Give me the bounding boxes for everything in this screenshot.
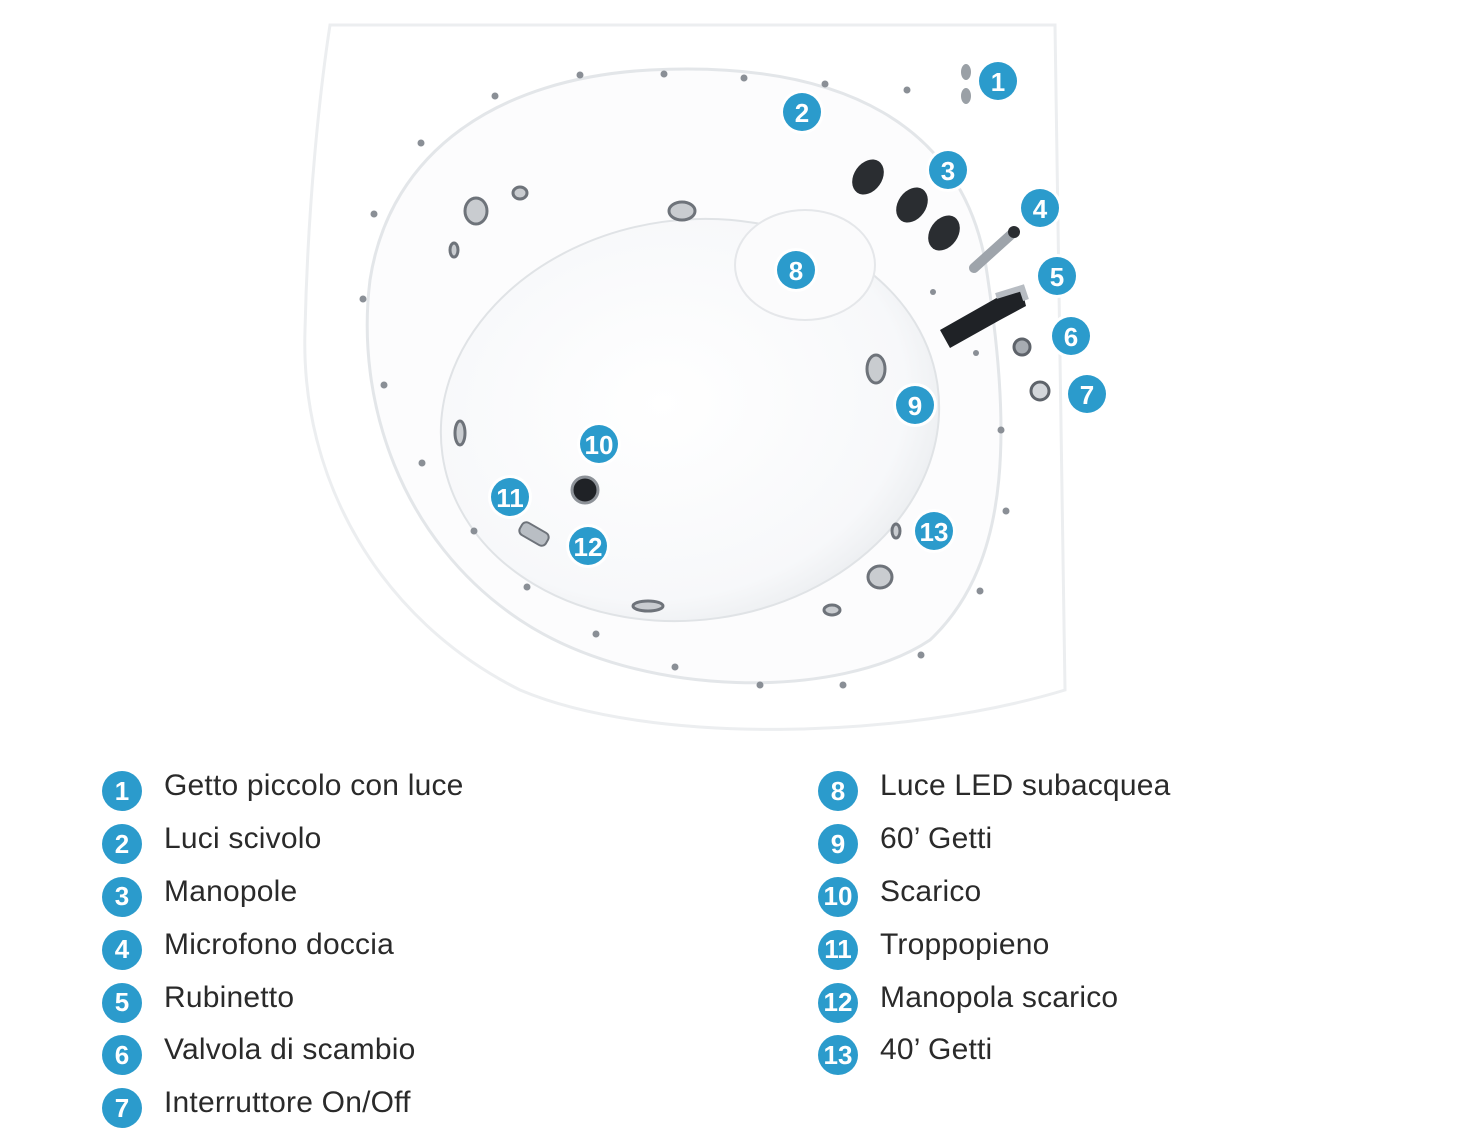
- marker-number: 11: [496, 483, 524, 513]
- legend-item: 10 Scarico: [818, 866, 1170, 919]
- marker-11: 11: [488, 475, 532, 519]
- number-badge: 13: [818, 1035, 858, 1076]
- number-badge: 1: [102, 771, 142, 812]
- legend-item: 5 Rubinetto: [102, 971, 464, 1024]
- marker-8: 8: [774, 248, 818, 292]
- marker-number: 1: [991, 67, 1005, 97]
- legend-item: 4 Microfono doccia: [102, 918, 464, 971]
- number-badge: 7: [102, 1088, 142, 1129]
- number-badge: 10: [818, 876, 858, 917]
- on-off-switch: [1029, 380, 1051, 402]
- legend-item: 11 Troppopieno: [818, 918, 1170, 971]
- overflow-drain-knob: [518, 521, 550, 547]
- marker-number: 9: [908, 391, 922, 421]
- legend-label: 40’ Getti: [880, 1033, 993, 1067]
- legend-label: Rubinetto: [164, 980, 295, 1014]
- legend-item: 13 40’ Getti: [818, 1024, 1170, 1077]
- legend-label: Scarico: [880, 874, 982, 908]
- marker-3: 3: [926, 148, 970, 192]
- marker-1: 1: [976, 59, 1020, 103]
- marker-number: 3: [941, 156, 955, 186]
- marker-13: 13: [912, 509, 956, 553]
- legend-label: Valvola di scambio: [164, 1033, 416, 1067]
- marker-number: 12: [574, 532, 603, 562]
- faucet: [940, 284, 1029, 348]
- marker-number: 7: [1080, 380, 1094, 410]
- legend-item: 2 Luci scivolo: [102, 813, 464, 866]
- legend-right: 8 Luce LED subacquea 9 60’ Getti 10 Scarico…: [818, 760, 1170, 1077]
- number-badge: 6: [102, 1035, 142, 1076]
- marker-number: 4: [1033, 194, 1048, 224]
- marker-9: 9: [893, 383, 937, 427]
- marker-5: 5: [1035, 254, 1079, 298]
- legend-label: Microfono doccia: [164, 927, 394, 961]
- number-badge: 12: [818, 982, 858, 1023]
- legend-item: 7 Interruttore On/Off: [102, 1077, 464, 1130]
- marker-number: 5: [1050, 262, 1064, 292]
- legend-item: 3 Manopole: [102, 866, 464, 919]
- knobs: [852, 159, 960, 251]
- legend-label: Manopola scarico: [880, 980, 1119, 1014]
- legend-label: Manopole: [164, 874, 298, 908]
- legend-item: 6 Valvola di scambio: [102, 1024, 464, 1077]
- number-badge: 5: [102, 982, 142, 1023]
- marker-12: 12: [566, 524, 610, 568]
- legend-item: 9 60’ Getti: [818, 813, 1170, 866]
- rim-dots: [359, 70, 1010, 689]
- number-badge: 11: [818, 929, 858, 970]
- marker-number: 13: [920, 517, 949, 547]
- legend-item: 1 Getto piccolo con luce: [102, 760, 464, 813]
- legend-label: 60’ Getti: [880, 822, 993, 856]
- number-badge: 4: [102, 929, 142, 970]
- marker-number: 10: [585, 430, 614, 460]
- legend-label: Troppopieno: [880, 927, 1050, 961]
- legend-label: Getto piccolo con luce: [164, 769, 464, 803]
- marker-6: 6: [1049, 314, 1093, 358]
- number-badge: 2: [102, 824, 142, 865]
- drain: [570, 475, 600, 505]
- legend-label: Luci scivolo: [164, 822, 322, 856]
- number-badge: 9: [818, 824, 858, 865]
- number-badge: 8: [818, 771, 858, 812]
- marker-number: 2: [795, 98, 809, 128]
- shower-handset: [969, 226, 1020, 273]
- legend-label: Interruttore On/Off: [164, 1086, 411, 1120]
- marker-number: 8: [789, 256, 803, 286]
- legend-item: 8 Luce LED subacquea: [818, 760, 1170, 813]
- marker-7: 7: [1065, 372, 1109, 416]
- marker-10: 10: [577, 422, 621, 466]
- marker-4: 4: [1018, 186, 1062, 230]
- small-jets: [961, 64, 971, 104]
- marker-2: 2: [780, 90, 824, 134]
- jets: [448, 185, 902, 617]
- legend-item: 12 Manopola scarico: [818, 971, 1170, 1024]
- marker-number: 6: [1064, 322, 1078, 352]
- legend-label: Luce LED subacquea: [880, 769, 1171, 803]
- diverter-valve: [1012, 337, 1032, 357]
- number-badge: 3: [102, 876, 142, 917]
